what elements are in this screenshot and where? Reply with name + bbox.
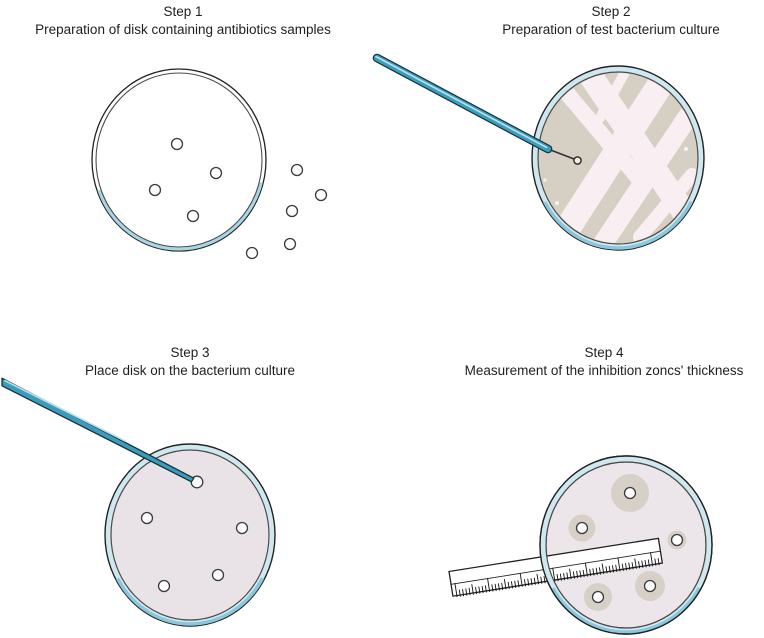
- bacterium-streaks: [547, 73, 697, 243]
- step3-title-block: Step 3 Place disk on the bacterium cultu…: [0, 344, 380, 379]
- inhibition-zones: [568, 474, 687, 611]
- antibiotic-disk: [575, 521, 589, 535]
- step1-caption: Preparation of disk containing antibioti…: [35, 21, 331, 37]
- disks-in-zones: [575, 486, 684, 604]
- loop-ring: [573, 156, 582, 165]
- antibiotic-disk: [157, 579, 171, 593]
- disks-outside-dish: [245, 163, 328, 260]
- antibiotic-disk: [314, 188, 328, 202]
- petri-dish-step1-inner-rim: [95, 72, 263, 248]
- step2-caption: Preparation of test bacterium culture: [502, 21, 720, 37]
- step3-panel: [1, 377, 276, 627]
- step2-title-block: Step 2 Preparation of test bacterium cul…: [429, 3, 764, 38]
- step4-panel: [448, 455, 713, 635]
- step2-title: Step 2: [591, 4, 631, 19]
- antibiotic-disk: [290, 163, 304, 177]
- rim-inner-line: [545, 461, 707, 629]
- antibiotic-disk: [623, 486, 637, 500]
- antibiotic-disk: [140, 511, 154, 525]
- disks-in-dish: [148, 137, 223, 223]
- culture-surface-step3: [110, 449, 270, 621]
- antibiotic-disk: [211, 568, 225, 582]
- loop-handle-highlight: [375, 55, 548, 149]
- petri-dish-step3-deep-blue-arc: [105, 444, 275, 626]
- petri-dish-step2-deep-blue-arc: [532, 66, 704, 250]
- petri-dish-step1-blue-rim-arc: [92, 69, 266, 251]
- antibiotic-disk: [591, 590, 605, 604]
- antibiotic-disk: [643, 579, 657, 593]
- rim-deep-blue-arc: [540, 456, 712, 634]
- step2-panel: [372, 53, 705, 251]
- antibiotic-disk: [186, 209, 200, 223]
- ruler-scale-line: [450, 550, 661, 585]
- antibiotic-disk: [170, 137, 184, 151]
- rod-highlight: [4, 379, 126, 442]
- loop-wire: [547, 148, 575, 160]
- inoculation-loop: [372, 53, 582, 165]
- antibiotic-disk: [148, 183, 162, 197]
- antibiotic-disk: [245, 246, 259, 260]
- step1-panel: [91, 68, 328, 260]
- step1-title-block: Step 1 Preparation of disk containing an…: [0, 3, 366, 38]
- rim-outer-line: [539, 455, 713, 635]
- antibiotic-disk: [209, 166, 223, 180]
- step3-title: Step 3: [170, 345, 210, 360]
- step4-title: Step 4: [584, 345, 624, 360]
- ruler: [448, 537, 664, 598]
- step1-title: Step 1: [163, 4, 203, 19]
- antibiotic-disk: [283, 237, 297, 251]
- antibiotic-disk: [235, 521, 249, 535]
- step4-caption: Measurement of the inhibition zoncs' thi…: [464, 362, 744, 378]
- antibiotic-disk: [285, 204, 299, 218]
- placing-rod: [1, 377, 195, 483]
- step3-caption: Place disk on the bacterium culture: [84, 362, 296, 378]
- step4-title-block: Step 4 Measurement of the inhibition zon…: [413, 344, 764, 379]
- disks-on-culture: [140, 475, 249, 593]
- petri-dish-step4-rim-overlay: [539, 455, 713, 635]
- antibiotic-disk: [670, 533, 684, 547]
- ruler-ticks: [454, 552, 660, 598]
